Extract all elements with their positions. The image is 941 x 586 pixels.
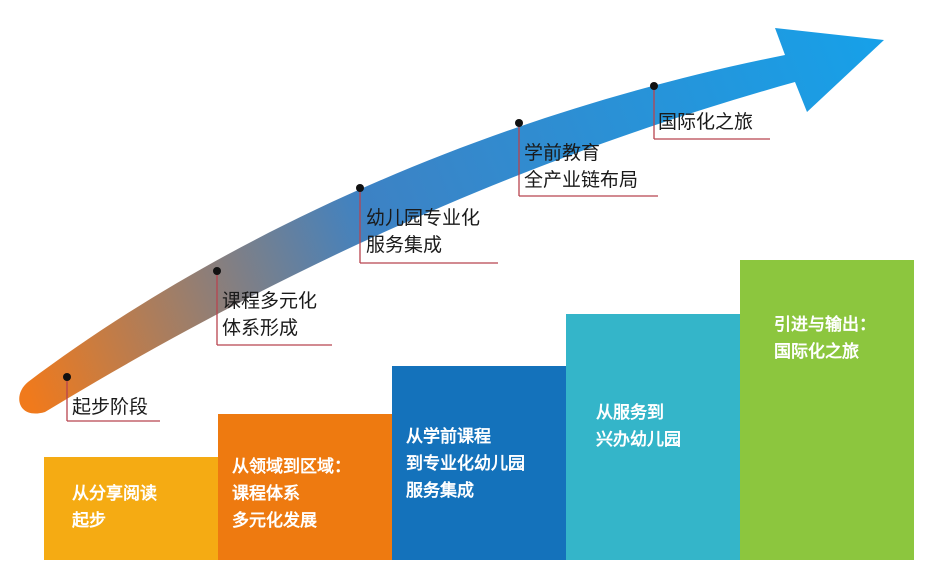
milestone-label-5: 国际化之旅 xyxy=(658,109,753,136)
milestone-3-line-2: 服务集成 xyxy=(366,234,443,256)
step-4-line-2: 兴办幼儿园 xyxy=(596,430,681,450)
milestone-dot-1 xyxy=(63,373,71,381)
milestone-2-line-2: 体系形成 xyxy=(222,317,299,339)
step-4-line-1: 从服务到 xyxy=(596,403,664,423)
step-block-1: 从分享阅读 起步 xyxy=(44,457,218,560)
milestone-label-3: 幼儿园专业化 服务集成 xyxy=(366,205,480,259)
step-1-line-2: 起步 xyxy=(72,511,106,531)
milestone-1-line-1: 起步阶段 xyxy=(72,396,149,418)
step-3-line-2: 到专业化幼儿园 xyxy=(406,454,525,474)
step-2-line-3: 多元化发展 xyxy=(232,511,317,531)
step-block-2: 从领域到区域： 课程体系 多元化发展 xyxy=(218,414,392,560)
milestone-label-2: 课程多元化 体系形成 xyxy=(222,288,317,342)
milestone-dot-4 xyxy=(515,119,523,127)
step-block-3: 从学前课程 到专业化幼儿园 服务集成 xyxy=(392,366,566,560)
step-5-line-2: 国际化之旅 xyxy=(774,342,859,362)
step-3-line-1: 从学前课程 xyxy=(406,427,491,447)
step-block-5: 引进与输出： 国际化之旅 xyxy=(740,260,914,560)
milestone-label-1: 起步阶段 xyxy=(72,394,148,421)
milestone-dot-3 xyxy=(356,184,364,192)
arrow-body xyxy=(19,28,884,414)
milestone-4-line-1: 学前教育 xyxy=(524,142,601,164)
step-3-line-3: 服务集成 xyxy=(406,481,474,501)
step-5-line-1: 引进与输出： xyxy=(774,315,876,335)
milestone-dot-5 xyxy=(650,82,658,90)
milestone-4-line-2: 全产业链布局 xyxy=(524,169,639,191)
milestone-2-line-1: 课程多元化 xyxy=(222,290,318,312)
step-2-line-2: 课程体系 xyxy=(232,484,300,504)
milestone-dot-2 xyxy=(213,267,221,275)
step-2-line-1: 从领域到区域： xyxy=(232,457,351,477)
step-block-4: 从服务到 兴办幼儿园 xyxy=(566,314,740,560)
milestone-label-4: 学前教育 全产业链布局 xyxy=(524,140,638,194)
step-1-line-1: 从分享阅读 xyxy=(72,484,157,504)
milestone-5-line-1: 国际化之旅 xyxy=(658,111,754,133)
milestone-3-line-1: 幼儿园专业化 xyxy=(366,207,481,229)
